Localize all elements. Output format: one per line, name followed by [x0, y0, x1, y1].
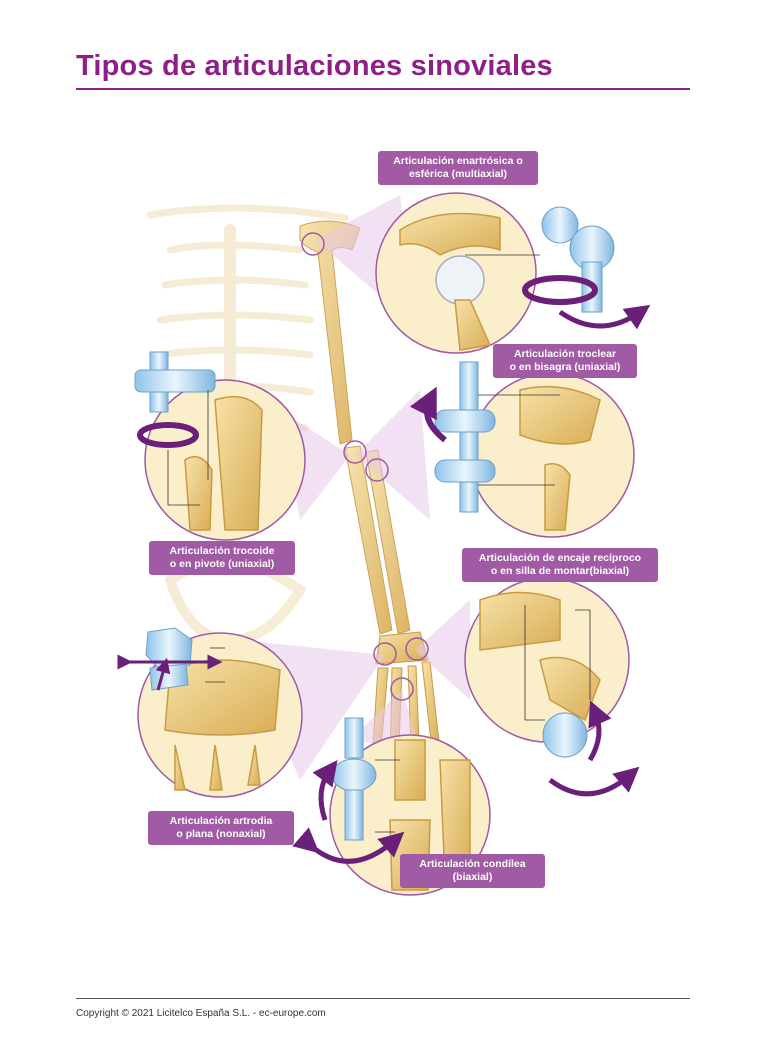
label-enartrosica-line1: Articulación enartrósica o — [393, 155, 523, 167]
leader-lines — [167, 254, 591, 833]
label-trocoide-line2: o en pivote (uniaxial) — [169, 558, 275, 570]
page-title: Tipos de articulaciones sinoviales — [76, 50, 553, 82]
pivot-model — [134, 351, 216, 448]
label-enartrosica-line2: esférica (multiaxial) — [408, 168, 508, 180]
hinge-model — [409, 361, 496, 513]
label-artrodia-line1: Articulación artrodia — [169, 815, 273, 827]
ball-socket-model — [522, 206, 651, 330]
label-artrodia: Articulación artrodia o plana (nonaxial) — [148, 811, 294, 845]
label-artrodia-line2: o plana (nonaxial) — [176, 828, 266, 840]
footer-copyright: Copyright © 2021 Licitelco España S.L. -… — [76, 1008, 326, 1019]
condyloid-model — [292, 717, 405, 864]
label-troclear: Articulación troclear o en bisagra (unia… — [493, 344, 637, 378]
label-trocoide-line1: Articulación trocoide — [169, 545, 275, 557]
detail-elbow — [469, 372, 635, 538]
label-troclear-line2: o en bisagra (uniaxial) — [509, 361, 621, 373]
label-condilea: Articulación condílea (biaxial) — [400, 854, 545, 888]
label-enartrosica: Articulación enartrósica o esférica (mul… — [378, 151, 538, 185]
label-condilea-line2: (biaxial) — [452, 871, 493, 883]
saddle-model — [542, 700, 640, 797]
label-encaje: Articulación de encaje recíproco o en si… — [462, 548, 658, 582]
detail-forearm — [144, 379, 306, 541]
label-encaje-line1: Articulación de encaje recíproco — [478, 552, 642, 564]
label-encaje-line2: o en silla de montar(biaxial) — [490, 565, 630, 577]
detail-shoulder — [375, 192, 537, 354]
plane-model — [117, 627, 223, 691]
label-condilea-line1: Articulación condílea — [419, 858, 526, 870]
joint-markers — [301, 232, 429, 701]
detail-thumb — [464, 577, 630, 743]
label-troclear-line1: Articulación troclear — [513, 348, 617, 360]
title-divider — [76, 88, 690, 90]
footer-divider — [76, 998, 690, 999]
label-trocoide: Articulación trocoide o en pivote (uniax… — [149, 541, 295, 575]
